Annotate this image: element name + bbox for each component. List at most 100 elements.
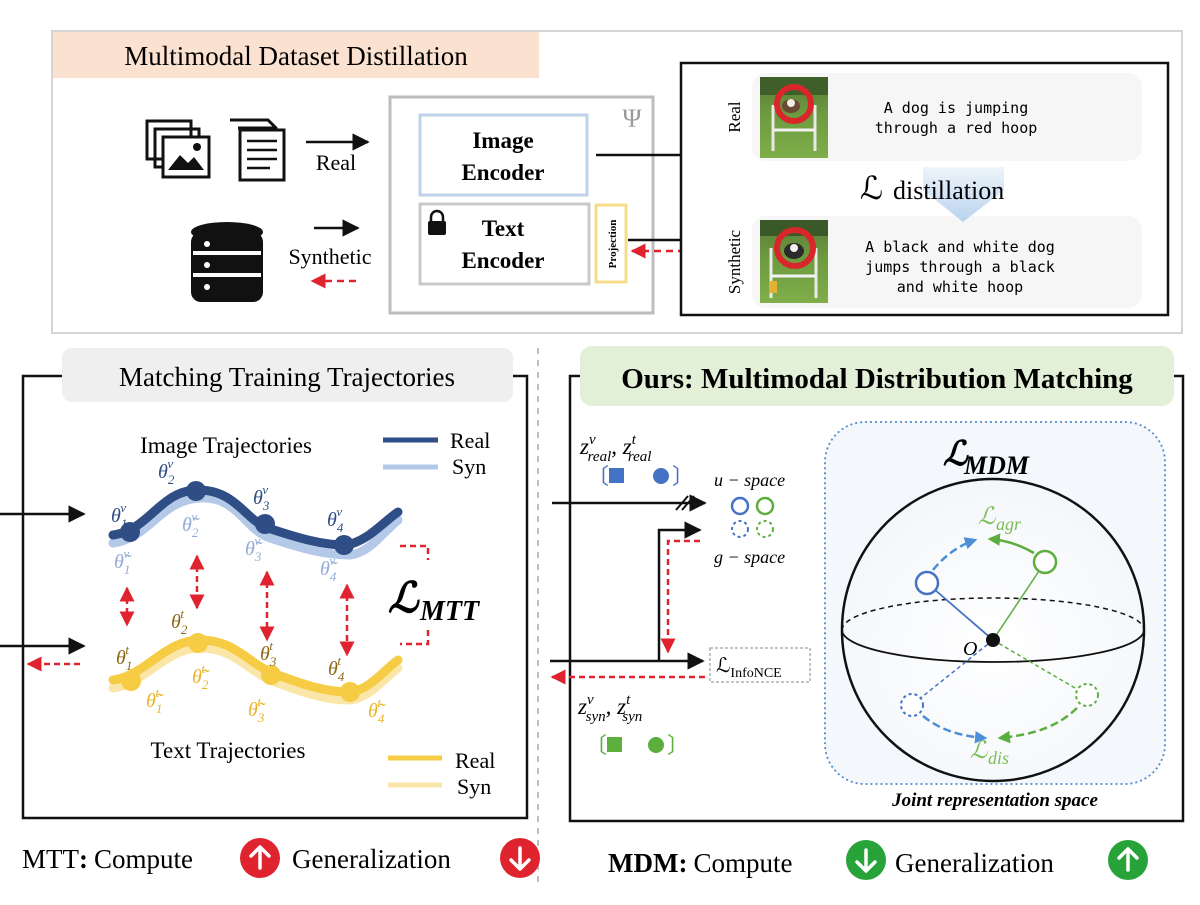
z-real-bracket-right: 〕 <box>672 464 694 489</box>
stop-grad-mark-2 <box>681 495 695 511</box>
mtt-loss-sub: MTT <box>419 596 481 627</box>
theta-t-4: θ4t <box>328 653 345 684</box>
distillation-loss-sub: distillation <box>893 176 1004 205</box>
z-real-bracket-left: 〔 <box>587 464 609 489</box>
matching-arrows <box>119 554 355 657</box>
dis-arrow-text <box>997 707 1078 744</box>
generalization-up-icon <box>1108 840 1148 880</box>
real-input-label: Real <box>316 150 356 175</box>
synthetic-dog-image <box>760 220 828 303</box>
image-trajectories-label: Image Trajectories <box>140 433 312 458</box>
syn-embedding-up-arrow <box>657 521 702 661</box>
compute-down-icon <box>846 840 886 880</box>
theta-v-1: θ1v <box>111 500 127 531</box>
agr-loss-symbol: ℒ <box>978 504 996 530</box>
image-checkpoint-1 <box>120 522 140 542</box>
agr-arrow-image <box>932 537 978 571</box>
mtt-footer-generalization: Generalization <box>292 844 451 874</box>
theta-tilde-v-4: θ̃4v <box>320 553 338 584</box>
lock-icon <box>428 209 446 235</box>
mtt-loss-bracket <box>400 544 430 646</box>
database-icon <box>191 222 263 302</box>
syn-image-embedding <box>900 693 924 717</box>
theta-t-3: θ3t <box>260 638 277 669</box>
synthetic-input-label: Synthetic <box>288 244 371 269</box>
image-encoder <box>418 113 589 197</box>
text-checkpoint-3 <box>261 665 281 685</box>
psi-symbol: Ψ <box>622 104 642 133</box>
z-syn-bracket-left: 〔 <box>585 733 607 758</box>
legend-text-real: Real <box>455 748 495 773</box>
synthetic-caption-line3: and white hoop <box>897 278 1023 296</box>
image-checkpoint-2 <box>186 481 206 501</box>
top-title-bg <box>53 32 539 78</box>
theta-v-2: θ2v <box>158 456 175 487</box>
g-space-gradient-arrow <box>660 539 700 654</box>
mdm-panel: Ours: Multimodal Distribution Matching z… <box>550 346 1185 880</box>
theta-t-2: θ2t <box>171 606 188 637</box>
text-encoder-line2: Encoder <box>461 248 544 273</box>
agr-loss-sub: agr <box>996 514 1022 534</box>
g-space-image-point <box>731 520 749 538</box>
image-stack-icon <box>145 119 211 179</box>
legend-text-syn: Syn <box>457 774 491 799</box>
g-space-text-point <box>756 520 774 538</box>
image-encoder-line1: Image <box>472 128 533 153</box>
document-stack-icon <box>230 118 286 182</box>
top-title: Multimodal Dataset Distillation <box>124 41 468 71</box>
real-dog-image <box>760 77 828 158</box>
dis-arrow-image <box>922 715 988 744</box>
z-real-text-marker <box>653 468 669 484</box>
distillation-loss-symbol: ℒ <box>860 170 883 206</box>
text-checkpoint-1 <box>121 671 141 691</box>
image-theta-syn-labels: θ̃1v θ̃2v θ̃3v θ̃4v <box>114 509 338 584</box>
synthetic-pair-bg <box>752 216 1142 308</box>
theta-v-4: θ4v <box>327 504 344 535</box>
legend-image-syn: Syn <box>452 454 486 479</box>
infonce-label: ℒInfoNCE <box>716 655 782 681</box>
text-vector <box>992 561 1046 641</box>
generalization-down-icon <box>500 838 540 878</box>
stop-grad-mark-1 <box>675 495 689 511</box>
z-syn-image-marker <box>607 737 622 752</box>
syn-image-vector <box>911 639 994 706</box>
real-caption-line1: A dog is jumping <box>884 99 1029 117</box>
mtt-panel: Matching Training Trajectories Image Tra… <box>0 348 540 878</box>
legend-image-real: Real <box>450 428 490 453</box>
mdm-loss-sub: MDM <box>963 451 1030 480</box>
text-encoder <box>418 202 591 286</box>
g-space-label: g − space <box>714 547 785 567</box>
image-vector <box>926 582 994 641</box>
dis-loss-sub: dis <box>988 748 1009 768</box>
infonce-box <box>709 647 811 683</box>
theta-tilde-v-1: θ̃1v <box>114 546 132 577</box>
syn-text-embedding <box>1075 683 1099 707</box>
real-caption-line2: through a red hoop <box>875 119 1038 137</box>
synthetic-caption-line1: A black and white dog <box>865 238 1055 256</box>
text-theta-labels: θ1t θ2t θ3t θ4t <box>116 606 345 684</box>
mdm-loss-symbol: ℒ <box>943 436 969 473</box>
theta-t-1: θ1t <box>116 642 132 673</box>
real-side-label: Real <box>725 101 744 132</box>
mdm-footer-generalization: Generalization <box>895 848 1054 878</box>
real-pair-bg <box>752 73 1142 161</box>
text-checkpoint-4 <box>340 682 360 702</box>
text-encoder-line1: Text <box>482 216 525 241</box>
distillation-arrow <box>923 167 1004 222</box>
sphere-equator-front <box>841 629 1145 663</box>
agr-arrow-text <box>987 533 1035 555</box>
mdm-title: Ours: Multimodal Distribution Matching <box>621 363 1133 395</box>
mtt-title-bg <box>62 348 513 402</box>
synthetic-caption-line2: jumps through a black <box>865 258 1055 276</box>
image-checkpoint-4 <box>334 535 354 555</box>
theta-tilde-v-2: θ̃2v <box>182 509 200 540</box>
mtt-title: Matching Training Trajectories <box>119 362 455 392</box>
text-checkpoint-2 <box>188 633 208 653</box>
z-real-image-marker <box>609 468 624 483</box>
joint-space-label: Joint representation space <box>891 790 1098 811</box>
real-text-embedding <box>1032 549 1058 575</box>
text-trajectories-label: Text Trajectories <box>151 738 306 763</box>
u-space-label: u − space <box>714 470 785 490</box>
